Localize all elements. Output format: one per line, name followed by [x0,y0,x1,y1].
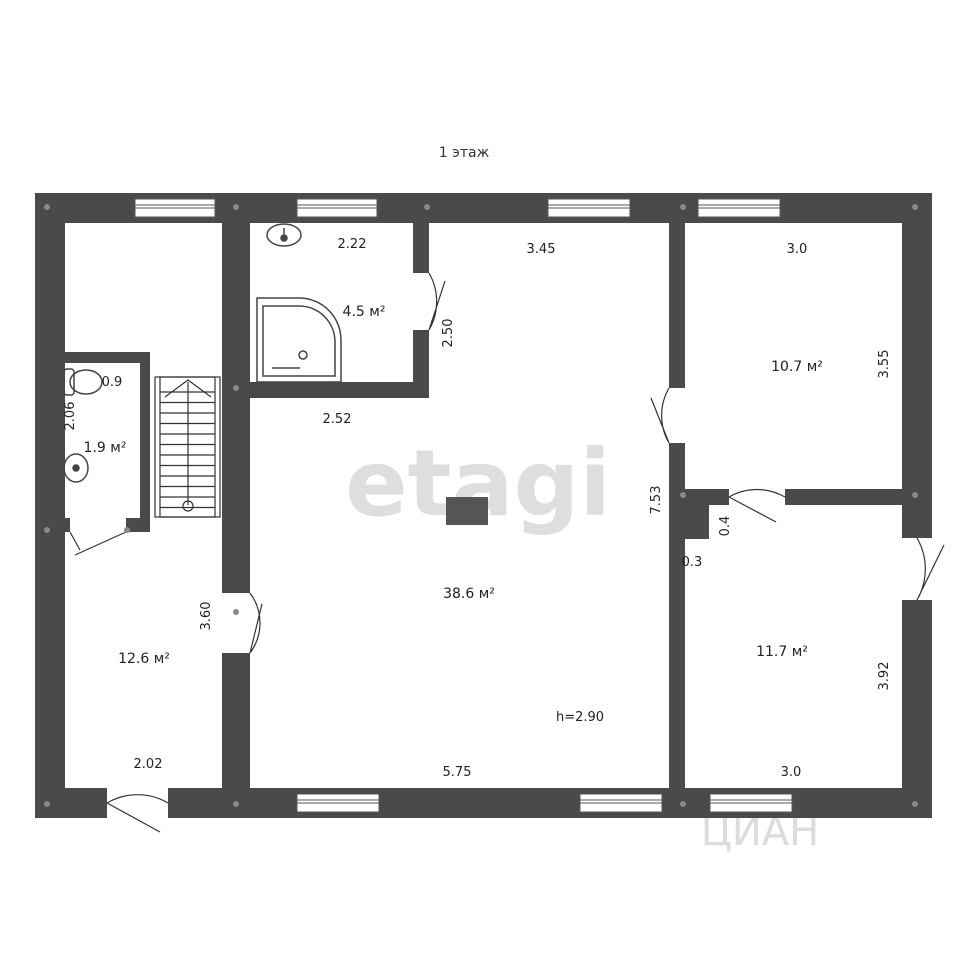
wall-corner-marker [912,204,918,210]
dim-bedroom-top-length: 3.55 [877,350,892,379]
wall-bathroom-right-top [413,193,429,273]
wall-wc-right [140,352,150,532]
wall-outer-bottom-right [168,788,932,818]
shower-cabin-icon [256,297,342,383]
wall-wc-bottom-right [126,518,150,532]
wall-corner-marker [680,492,686,498]
stairs [154,376,221,518]
wall-corner-marker [233,204,239,210]
room-area-living: 38.6 м² [443,586,495,602]
labels: 12.6 м² 2.02 3.60 1.9 м² 0.9 2.06 4.5 м²… [63,237,892,780]
wall-corner-marker [233,385,239,391]
door-bedroom-top [650,387,670,444]
wall-bathroom-right-bottom [413,330,429,398]
stairs-inner [159,376,216,518]
wall-corner-marker [233,609,239,615]
door-wc [69,531,127,556]
wall-wc-bottom-left [35,518,70,532]
dim-hall-length: 3.60 [199,602,214,631]
dim-niche-depth: 0.4 [718,516,733,537]
window [579,793,663,813]
window [296,793,380,813]
window [547,198,631,218]
stairs-start-marker [182,500,194,512]
wall-outer-right-top [902,193,932,538]
dim-bedroom-top-width: 3.0 [787,242,808,257]
wall-corner-marker [912,801,918,807]
dim-bedroom-bottom-length: 3.92 [877,662,892,691]
wall-corner-marker [44,527,50,533]
wall-corner-marker [680,204,686,210]
dim-living-length: 7.53 [649,486,664,515]
room-area-wc: 1.9 м² [84,440,127,456]
dim-bedroom-bottom-width: 3.0 [781,765,802,780]
wall-hall-partition-bottom [222,653,250,818]
dim-wc-length: 2.06 [63,402,78,431]
floor-title: 1 этаж [439,145,490,161]
bathroom-fixtures [256,223,342,383]
lamp-icon [446,497,488,525]
wall-corner-marker [912,492,918,498]
dim-living-bottom: 5.75 [443,765,472,780]
wall-corner-marker [124,527,130,533]
door-hall-to-living [249,592,263,654]
window [697,198,781,218]
wall-wc-top [35,352,150,363]
window [709,793,793,813]
ceiling-height: h=2.90 [556,710,604,725]
walls [35,193,932,818]
wall-bedrooms-left-top [669,193,685,388]
wall-corner-marker [233,801,239,807]
wall-corner-marker [680,801,686,807]
wall-outer-right-bottom [902,600,932,818]
washbasin-bathroom-icon [266,223,302,247]
dim-hall-width: 2.02 [134,757,163,772]
room-area-bedroom-bottom: 11.7 м² [756,644,808,660]
dim-niche-width: 0.3 [682,555,703,570]
dim-bathroom-top: 2.22 [338,237,367,252]
dim-wc-width: 0.9 [102,375,123,390]
wall-corner-marker [424,204,430,210]
dim-bathroom-bottom: 2.52 [323,412,352,427]
wall-corner-marker [44,801,50,807]
door-right-exit [916,537,945,601]
door-bedroom-bottom [728,488,786,523]
wall-outer-left [35,193,65,818]
door-entrance [106,794,169,833]
wc-fixtures [63,368,103,483]
dim-bathroom-length: 2.50 [441,319,456,348]
windows [134,198,793,813]
wall-niche [685,489,709,539]
window [134,198,216,218]
door-bathroom [428,272,446,331]
wall-corner-marker [44,204,50,210]
corner-markers [44,204,918,807]
washbasin-wc-icon [63,453,89,483]
wall-bathroom-bottom [222,382,429,398]
stairs-arrow-head [164,379,212,398]
dim-living-top: 3.45 [527,242,556,257]
wall-bedroom-separator-right [785,489,932,505]
doors [69,272,945,833]
wall-bedrooms-left-bottom [669,443,685,818]
room-area-hall: 12.6 м² [118,651,170,667]
window [296,198,378,218]
toilet-icon [63,368,103,396]
room-area-bathroom: 4.5 м² [343,304,386,320]
room-area-bedroom-top: 10.7 м² [771,359,823,375]
